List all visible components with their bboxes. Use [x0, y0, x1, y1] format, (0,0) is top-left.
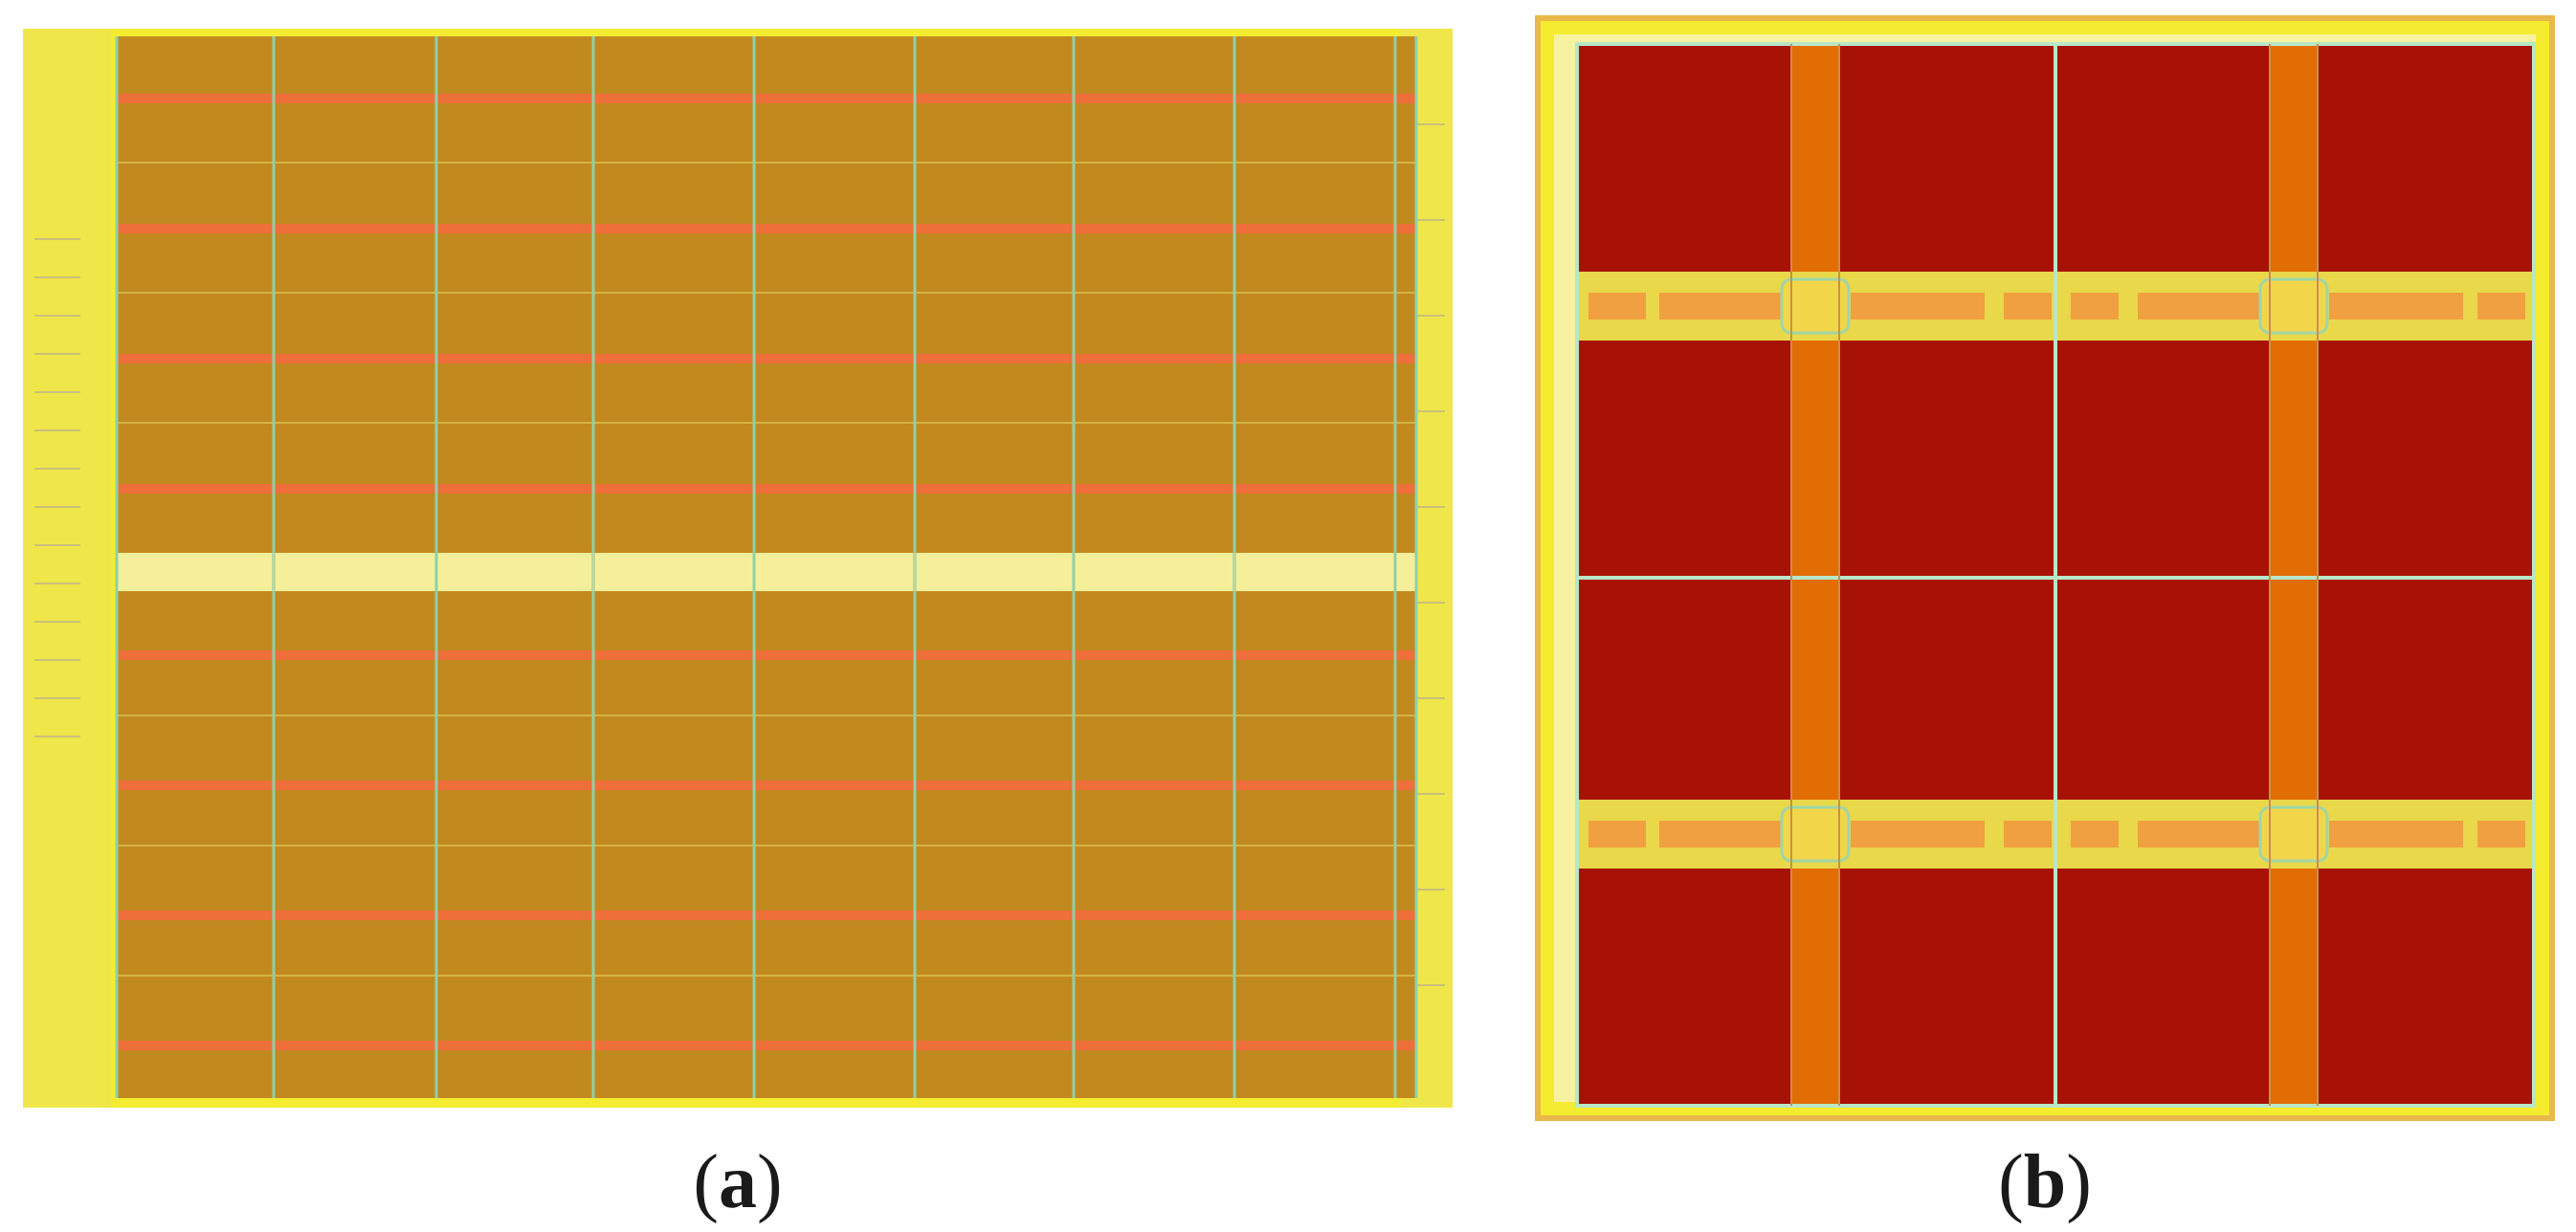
- caption-a: (a): [642, 1144, 833, 1221]
- micrograph-b: [1535, 15, 2555, 1121]
- caption-b-open: (: [1998, 1140, 2024, 1224]
- caption-a-close: ): [757, 1140, 783, 1224]
- micrograph-a: [23, 29, 1453, 1108]
- caption-a-open: (: [693, 1140, 719, 1224]
- caption-b-close: ): [2066, 1140, 2092, 1224]
- caption-b-letter: b: [2023, 1140, 2067, 1224]
- caption-a-letter: a: [719, 1140, 757, 1224]
- caption-b: (b): [1949, 1144, 2141, 1221]
